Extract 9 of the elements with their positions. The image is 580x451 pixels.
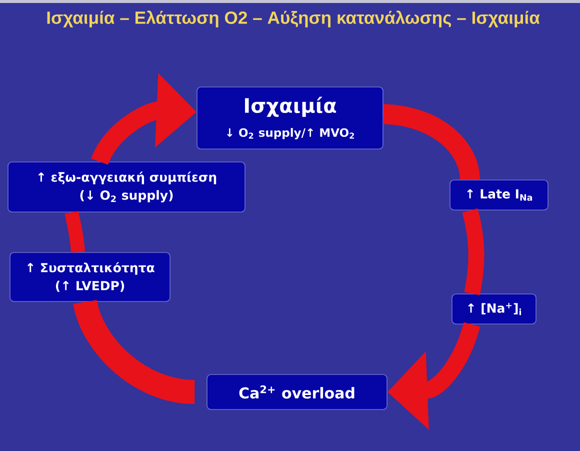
process-box: ↑ Συσταλτικότητα (↑ LVEDP) <box>10 252 170 302</box>
process-box: ↑ [Na$^{+}$]$_{i}$ <box>452 294 536 324</box>
process-box: Ca$^{2+}$ overload <box>206 374 388 410</box>
curved-band <box>64 211 85 253</box>
curved-band <box>462 208 484 296</box>
title: Ισχαιμία – Ελάττωση O2 – Αύξηση κατανάλωσης – Ισχαιμία <box>47 10 540 28</box>
process-box: Ισχαιμία ↓ O$_{2}$ supply/↑ MVO$_{2}$ <box>196 86 384 150</box>
process-box: ↑ εξω-αγγειακή συμπίεση (↓ O$_{2}$ supply) <box>8 162 246 212</box>
process-box: ↑ Late I$_{Na}$ <box>450 180 548 210</box>
